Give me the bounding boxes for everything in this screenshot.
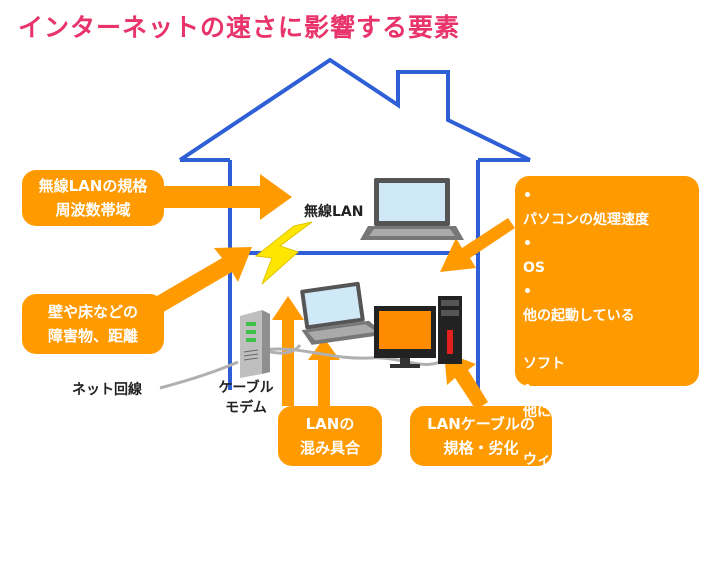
list-item: •OS	[523, 236, 545, 276]
net-line-label: ネット回線	[72, 382, 142, 398]
arrow-wireless	[164, 174, 292, 220]
factor-text: 規格・劣化	[443, 439, 519, 457]
cable-modem-label: ケーブル モデム	[210, 378, 282, 418]
factor-text: 無線LANの規格	[38, 177, 148, 195]
list-item: •パソコンの処理速度	[523, 188, 649, 228]
laptop-icon	[300, 281, 386, 345]
factor-box-congestion: LANの 混み具合	[278, 406, 382, 466]
desktop-pc-icon	[374, 296, 462, 368]
network-diagram	[150, 57, 531, 410]
modem-label-line: モデム	[225, 400, 267, 416]
factor-box-lan-cable: LANケーブルの 規格・劣化	[410, 406, 552, 466]
house-outline	[178, 57, 531, 390]
arrow-pc	[440, 218, 515, 272]
laptop-icon	[360, 178, 464, 240]
factor-text: 周波数帯域	[55, 201, 131, 219]
modem-label-line: ケーブル	[218, 380, 274, 396]
page-title: インターネットの速さに影響する要素	[18, 13, 461, 42]
factor-box-walls: 壁や床などの 障害物、距離	[22, 294, 164, 354]
list-item: •ウィルス対策	[523, 476, 607, 516]
factor-box-pc: •パソコンの処理速度 •OS •他の起動している ソフト •他に開いている ウィ…	[515, 176, 699, 564]
arrow-congestion-right	[308, 338, 340, 406]
factor-arrows	[150, 174, 515, 410]
factor-text: LANの	[305, 415, 355, 433]
list-item: ソフトの設定	[523, 548, 607, 564]
factor-text: 障害物、距離	[47, 327, 138, 345]
net-line-cable	[159, 360, 239, 390]
pc-factor-list: •パソコンの処理速度 •OS •他の起動している ソフト •他に開いている ウィ…	[523, 184, 649, 568]
arrow-lan-cable	[444, 352, 488, 410]
factor-text: 壁や床などの	[47, 303, 138, 321]
list-item: •他の起動している	[523, 284, 635, 324]
list-item: ウィンドウ	[523, 452, 593, 468]
cable-modem-icon	[240, 310, 270, 378]
factor-box-wireless: 無線LANの規格 周波数帯域	[22, 170, 164, 226]
factor-text: 混み具合	[299, 439, 360, 457]
arrow-walls	[150, 247, 252, 314]
lightning-icon	[254, 221, 313, 285]
list-item: ソフト	[523, 356, 565, 372]
factor-text: LANケーブルの	[427, 415, 535, 433]
wireless-lan-label: 無線LAN	[304, 204, 364, 220]
list-item: •他に開いている	[523, 380, 621, 420]
